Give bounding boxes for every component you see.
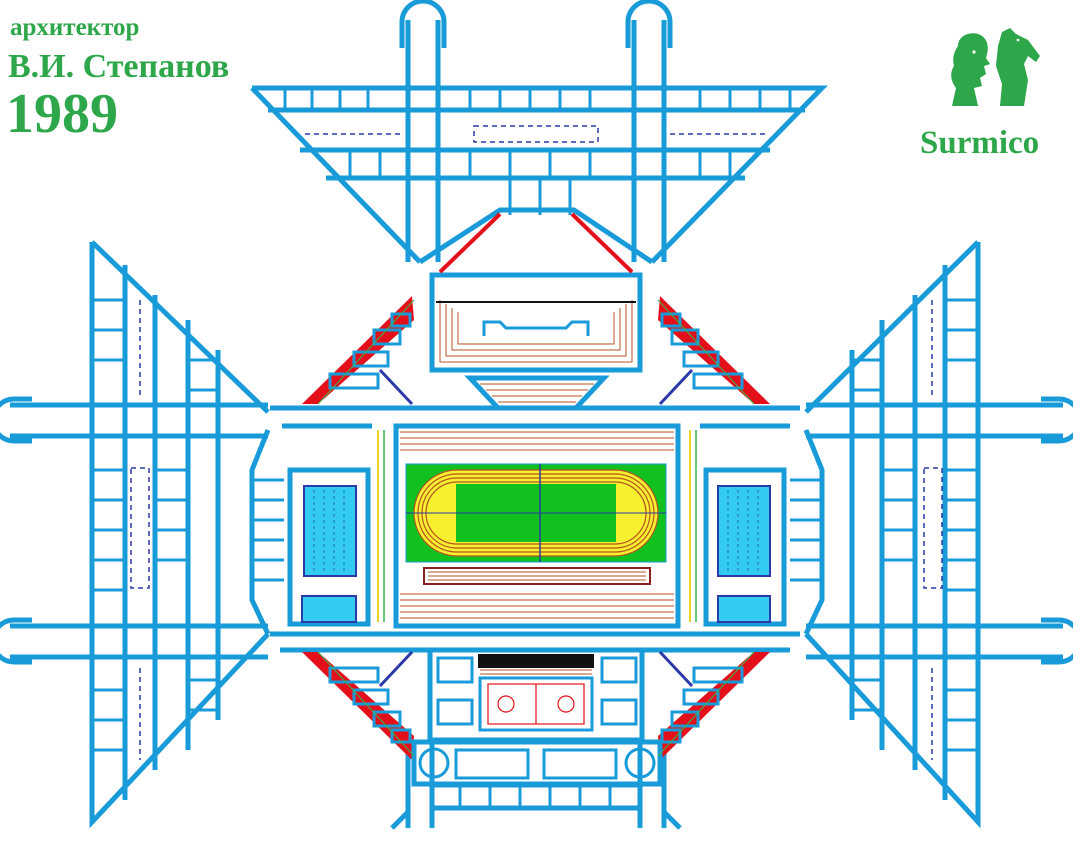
horse-and-man-head-logo-icon: [951, 28, 1040, 107]
west-wing: [0, 240, 270, 829]
east-pool-hall: [703, 467, 787, 627]
south-sports-block: [411, 647, 663, 787]
architect-name-label: В.И. Степанов: [8, 48, 230, 85]
staircases: [302, 296, 770, 760]
west-pool-hall: [287, 467, 371, 627]
central-hall: [270, 207, 800, 653]
north-wing: [250, 0, 828, 264]
east-wing: [804, 240, 1073, 829]
architect-role-label: архитектор: [10, 14, 140, 41]
brand-name-label: Surmico: [920, 125, 1040, 161]
design-year-label: 1989: [6, 83, 118, 145]
